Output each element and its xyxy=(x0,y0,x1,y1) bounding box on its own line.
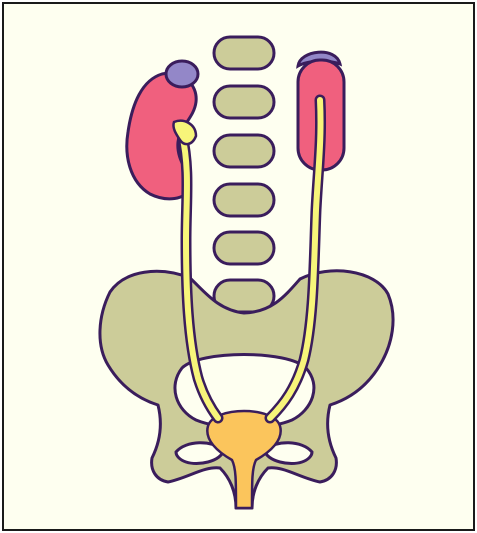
vertebra xyxy=(214,135,274,167)
vertebra xyxy=(214,184,274,216)
adrenal-gland-left xyxy=(166,61,198,87)
vertebra xyxy=(214,37,274,69)
vertebra xyxy=(214,232,274,264)
vertebra xyxy=(214,86,274,118)
